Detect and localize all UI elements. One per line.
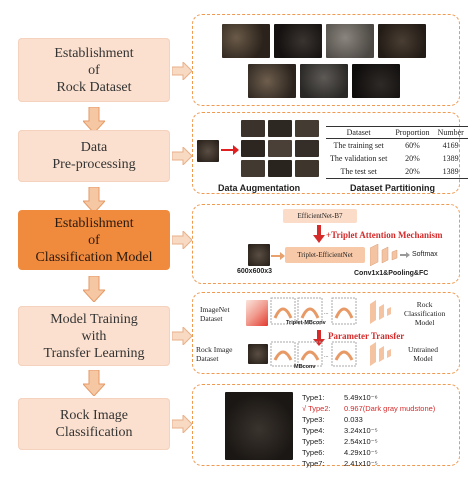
input-size-label: 600x600x3 — [237, 268, 273, 275]
down-arrow-icon — [83, 107, 105, 133]
table-header: Number — [433, 126, 468, 139]
result-row: Type1:5.49x10⁻⁶ — [302, 393, 378, 402]
source-dataset-label: ImageNet Dataset — [200, 305, 230, 323]
down-red-arrow-icon — [313, 225, 325, 243]
rock-image — [248, 344, 268, 364]
rock-image — [300, 64, 348, 98]
result-row-selected: √ Type2:0.967(Dark gray mudstone) — [302, 404, 436, 413]
input-rock-image — [248, 244, 270, 266]
step-transfer-learning: Model Training with Transfer Learning — [18, 306, 170, 366]
rock-image — [352, 64, 400, 98]
step-classification-model: Establishment of Classification Model — [18, 210, 170, 270]
source-output-label: Rock Classification Model — [404, 300, 446, 327]
classified-rock-image — [225, 392, 293, 460]
rock-image — [378, 24, 426, 58]
head-label: Conv1x1&Pooling&FC — [354, 270, 429, 277]
rock-image — [274, 24, 322, 58]
step-preprocessing-label: Data Pre-processing — [52, 140, 136, 172]
head-layers-icon — [370, 244, 410, 266]
target-output-label: Untrained Model — [408, 345, 438, 363]
svg-text:...: ... — [324, 353, 329, 359]
backbone-box: EfficientNet-B7 — [283, 209, 357, 223]
target-network-icon: ... — [270, 341, 357, 367]
right-arrow-icon — [172, 415, 192, 433]
softmax-label: Softmax — [412, 251, 438, 258]
attention-label: +Triplet Attention Mechanism — [326, 230, 443, 240]
rock-image — [222, 24, 270, 58]
step-transfer-learning-label: Model Training with Transfer Learning — [43, 311, 145, 361]
step-image-classification-label: Rock Image Classification — [55, 408, 133, 440]
augment-arrow-icon — [221, 145, 239, 155]
source-model-tag: Triplet-MBconv — [286, 320, 326, 326]
down-arrow-icon — [83, 276, 105, 302]
step-classification-model-label: Establishment of Classification Model — [35, 215, 153, 265]
table-row: The training set 60% 4169 — [333, 141, 459, 150]
source-head-icon — [370, 300, 391, 324]
step-rock-dataset-label: Establishment of Rock Dataset — [54, 45, 134, 95]
panel-transfer-learning — [192, 292, 460, 374]
target-head-icon — [370, 342, 391, 366]
step-preprocessing: Data Pre-processing — [18, 130, 170, 182]
source-network-icon: ... — [270, 297, 357, 325]
partition-table: Dataset Proportion Number The training s… — [326, 126, 468, 179]
down-arrow-icon — [83, 187, 105, 213]
table-row: The validation set 20% 1389 — [330, 154, 459, 163]
result-row: Type4:3.24x10⁻⁵ — [302, 426, 378, 435]
network-box: Triplet-EfficientNet — [285, 247, 365, 263]
step-image-classification: Rock Image Classification — [18, 398, 170, 450]
right-arrow-icon — [172, 231, 192, 249]
result-row: Type6:4.29x10⁻⁵ — [302, 448, 378, 457]
augmentation-grid — [241, 120, 321, 180]
rock-image — [326, 24, 374, 58]
step-rock-dataset: Establishment of Rock Dataset — [18, 38, 170, 102]
target-dataset-label: Rock Image Dataset — [196, 345, 233, 363]
right-arrow-icon — [172, 62, 192, 80]
parameter-transfer-label: Parameter Transfer — [328, 331, 405, 341]
network-label: Triplet-EfficientNet — [297, 251, 353, 259]
table-header: Proportion — [391, 126, 434, 139]
classification-results: Type1:5.49x10⁻⁶ √ Type2:0.967(Dark gray … — [302, 392, 435, 469]
input-arrow-icon — [271, 252, 285, 260]
partition-caption: Dataset Partitioning — [350, 183, 436, 193]
table-header: Dataset — [326, 126, 392, 139]
rock-image — [197, 140, 219, 162]
augmentation-caption: Data Augmentation — [218, 183, 301, 193]
table-row: The test set 20% 1389 — [326, 165, 468, 179]
backbone-label: EfficientNet-B7 — [297, 212, 343, 220]
result-row: Type7:2.41x10⁻⁵ — [302, 459, 378, 468]
down-arrow-icon — [83, 370, 105, 396]
svg-text:...: ... — [324, 310, 329, 316]
rock-image — [248, 64, 296, 98]
result-row: Type3:0.033 — [302, 415, 363, 424]
right-arrow-icon — [172, 327, 192, 345]
right-arrow-icon — [172, 147, 192, 165]
result-row: Type5:2.54x10⁻⁵ — [302, 437, 378, 446]
target-model-tag: MBconv — [294, 364, 316, 370]
panel-preprocessing — [192, 112, 460, 194]
imagenet-heatmap — [246, 300, 268, 326]
